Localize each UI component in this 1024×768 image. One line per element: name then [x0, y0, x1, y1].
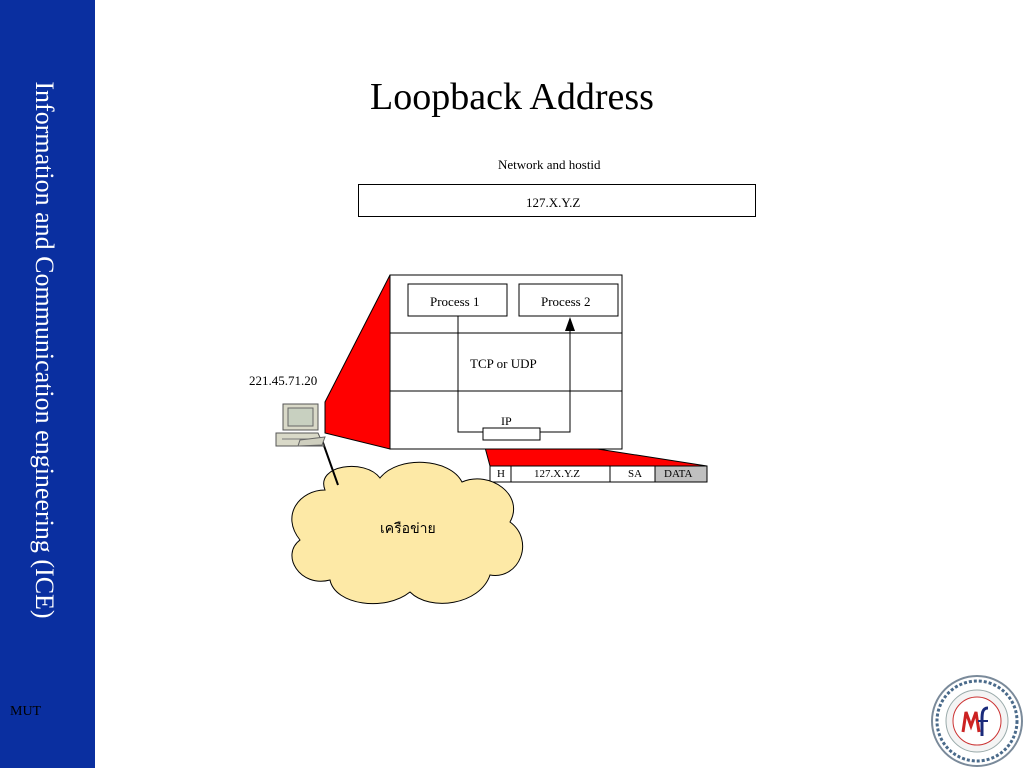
sidebar-footer: MUT [10, 704, 42, 719]
process1-box [407, 283, 508, 317]
address-caption: Network and hostid [498, 157, 601, 172]
packet-data-label: DATA [664, 468, 693, 480]
packet-address-label: 127.X.Y.Z [534, 468, 580, 480]
packet-field-data [654, 465, 708, 483]
network-cable [321, 439, 339, 486]
ip-box [482, 427, 541, 441]
university-seal-logo [931, 675, 1023, 767]
address-value: 127.X.Y.Z [526, 195, 581, 210]
computer-icon [275, 403, 326, 447]
address-box [358, 184, 756, 217]
slide-title: Loopback Address [370, 76, 654, 118]
process2-box [518, 283, 619, 317]
packet-sa-label: SA [628, 468, 643, 480]
sidebar: Information and Communication engineerin… [0, 0, 95, 768]
process2-label: Process 2 [541, 294, 591, 309]
process1-label: Process 1 [430, 294, 480, 309]
transport-label: TCP or UDP [470, 356, 537, 371]
packet-h-label: H [497, 468, 505, 480]
network-label: เครือข่าย [380, 521, 436, 537]
host-ip-label: 221.45.71.20 [249, 373, 318, 388]
ip-label: IP [501, 414, 512, 428]
network-cloud [291, 461, 524, 605]
loopback-arrowhead [565, 317, 575, 331]
stack-zoom-wedge [324, 274, 391, 450]
